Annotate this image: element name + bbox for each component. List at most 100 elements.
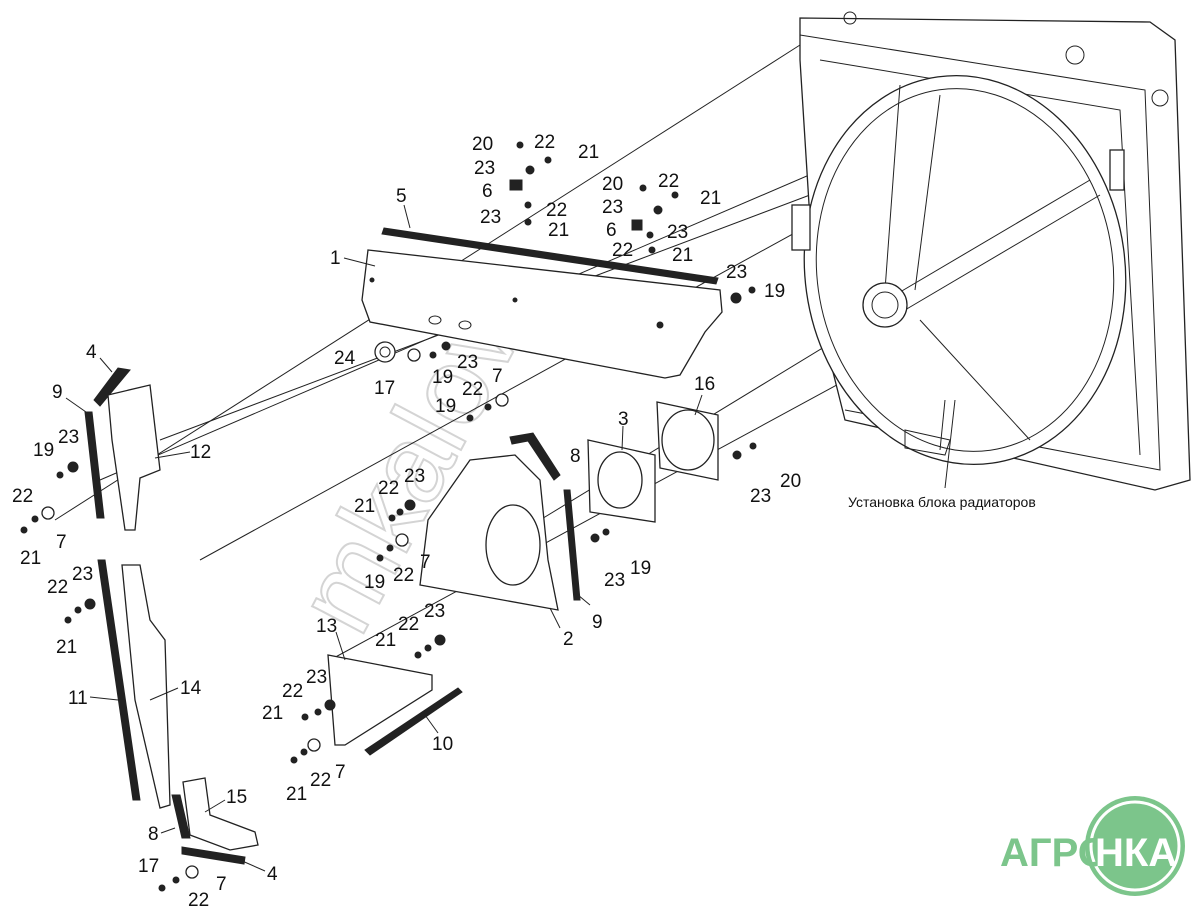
label-2: 2 (563, 629, 574, 650)
label-23-d: 23 (667, 222, 688, 243)
label-19-d: 19 (33, 440, 54, 461)
leader-lines (65, 204, 946, 872)
label-19-f: 19 (630, 558, 651, 579)
label-23-a: 23 (474, 158, 495, 179)
logo-text-left: АГРО (1000, 831, 1109, 875)
label-24: 24 (334, 348, 356, 369)
label-20-c: 20 (780, 471, 801, 492)
label-12: 12 (190, 442, 211, 463)
fastener-dots (20, 141, 757, 892)
label-5: 5 (396, 186, 407, 207)
label-22-b: 22 (546, 200, 567, 221)
label-21-g: 21 (354, 496, 375, 517)
label-7-lowest: 7 (216, 874, 227, 895)
label-21-i: 21 (262, 703, 283, 724)
part-15-corner-bracket (182, 777, 259, 851)
callout-numbers: 1 2 3 4 4 5 6 6 7 7 7 7 7 8 8 9 9 10 11 … (12, 132, 801, 911)
label-22-g: 22 (47, 577, 68, 598)
label-22-a: 22 (534, 132, 555, 153)
part-5-seal-strip (381, 227, 719, 285)
label-22-l: 22 (310, 770, 331, 791)
label-4-lower: 4 (267, 864, 278, 885)
label-9-right: 9 (592, 612, 603, 633)
label-21-e: 21 (20, 548, 41, 569)
radiator-block (791, 11, 1191, 491)
label-23-h: 23 (72, 564, 93, 585)
label-22-e: 22 (462, 379, 483, 400)
part-24-grommet (374, 341, 396, 363)
part-1-holes (369, 277, 664, 330)
label-22-j: 22 (398, 614, 419, 635)
label-23-k: 23 (306, 667, 327, 688)
label-13: 13 (316, 616, 337, 637)
part-2-opening (485, 504, 541, 586)
label-21-h: 21 (375, 630, 396, 651)
label-23-e: 23 (726, 262, 747, 283)
label-22-c: 22 (658, 171, 679, 192)
label-19-e: 19 (364, 572, 385, 593)
label-23-l: 23 (604, 570, 625, 591)
caption-radiator-block: Установка блока радиаторов (848, 494, 1036, 510)
label-23-j: 23 (424, 601, 445, 622)
label-22-m: 22 (188, 890, 209, 911)
label-20-b: 20 (602, 174, 623, 195)
label-7-mid: 7 (420, 552, 431, 573)
label-1: 1 (330, 248, 341, 269)
label-20-a: 20 (472, 134, 493, 155)
label-3: 3 (618, 409, 629, 430)
part-14-long-bracket (121, 564, 171, 809)
label-9-left: 9 (52, 382, 63, 403)
label-22-d: 22 (612, 240, 633, 261)
label-19-c: 19 (435, 396, 456, 417)
part-10-lower-strip (364, 687, 463, 756)
label-10: 10 (432, 734, 453, 755)
label-21-d: 21 (672, 245, 693, 266)
label-17-bottom: 17 (138, 856, 159, 877)
label-23-f: 23 (457, 352, 478, 373)
label-23-i: 23 (404, 466, 425, 487)
logo-text-right: НКА (1095, 831, 1177, 875)
part-9-right-strip (563, 489, 581, 601)
label-8-lower: 8 (148, 824, 159, 845)
part-16-opening (661, 409, 715, 471)
label-21-a: 21 (578, 142, 599, 163)
label-6-left: 6 (482, 181, 493, 202)
label-22-f: 22 (12, 486, 33, 507)
part-13-lower-plate (327, 654, 433, 746)
part-4-lower-strip (181, 846, 246, 865)
label-6-right: 6 (606, 220, 617, 241)
label-8-upper: 8 (570, 446, 581, 467)
label-21-b: 21 (548, 220, 569, 241)
label-4-upper: 4 (86, 342, 97, 363)
label-19-b: 19 (432, 367, 453, 388)
label-23-b: 23 (480, 207, 501, 228)
label-23-c: 23 (602, 197, 623, 218)
label-23-g: 23 (58, 427, 79, 448)
label-23-m: 23 (750, 486, 771, 507)
label-7-bottom: 7 (335, 762, 346, 783)
label-22-i: 22 (393, 565, 414, 586)
part-8-lower-strip (171, 794, 191, 839)
part-17-washer (407, 348, 421, 362)
label-21-j: 21 (286, 784, 307, 805)
part-4-upper-bracket (93, 367, 131, 407)
label-16: 16 (694, 374, 715, 395)
label-21-f: 21 (56, 637, 77, 658)
label-17-top: 17 (374, 378, 395, 399)
label-21-c: 21 (700, 188, 721, 209)
label-15: 15 (226, 787, 247, 808)
label-19-a: 19 (764, 281, 785, 302)
label-14: 14 (180, 678, 202, 699)
part-11-long-strip (97, 559, 141, 801)
label-7-left: 7 (56, 532, 67, 553)
label-7-top: 7 (492, 366, 503, 387)
label-22-h: 22 (378, 478, 399, 499)
part-12-side-bracket (107, 384, 161, 531)
part-8-upper-strip (509, 432, 561, 481)
label-22-k: 22 (282, 681, 303, 702)
part-3-opening (597, 451, 643, 509)
label-11: 11 (68, 688, 88, 709)
agronka-logo: АГРО НКА (1000, 796, 1185, 896)
